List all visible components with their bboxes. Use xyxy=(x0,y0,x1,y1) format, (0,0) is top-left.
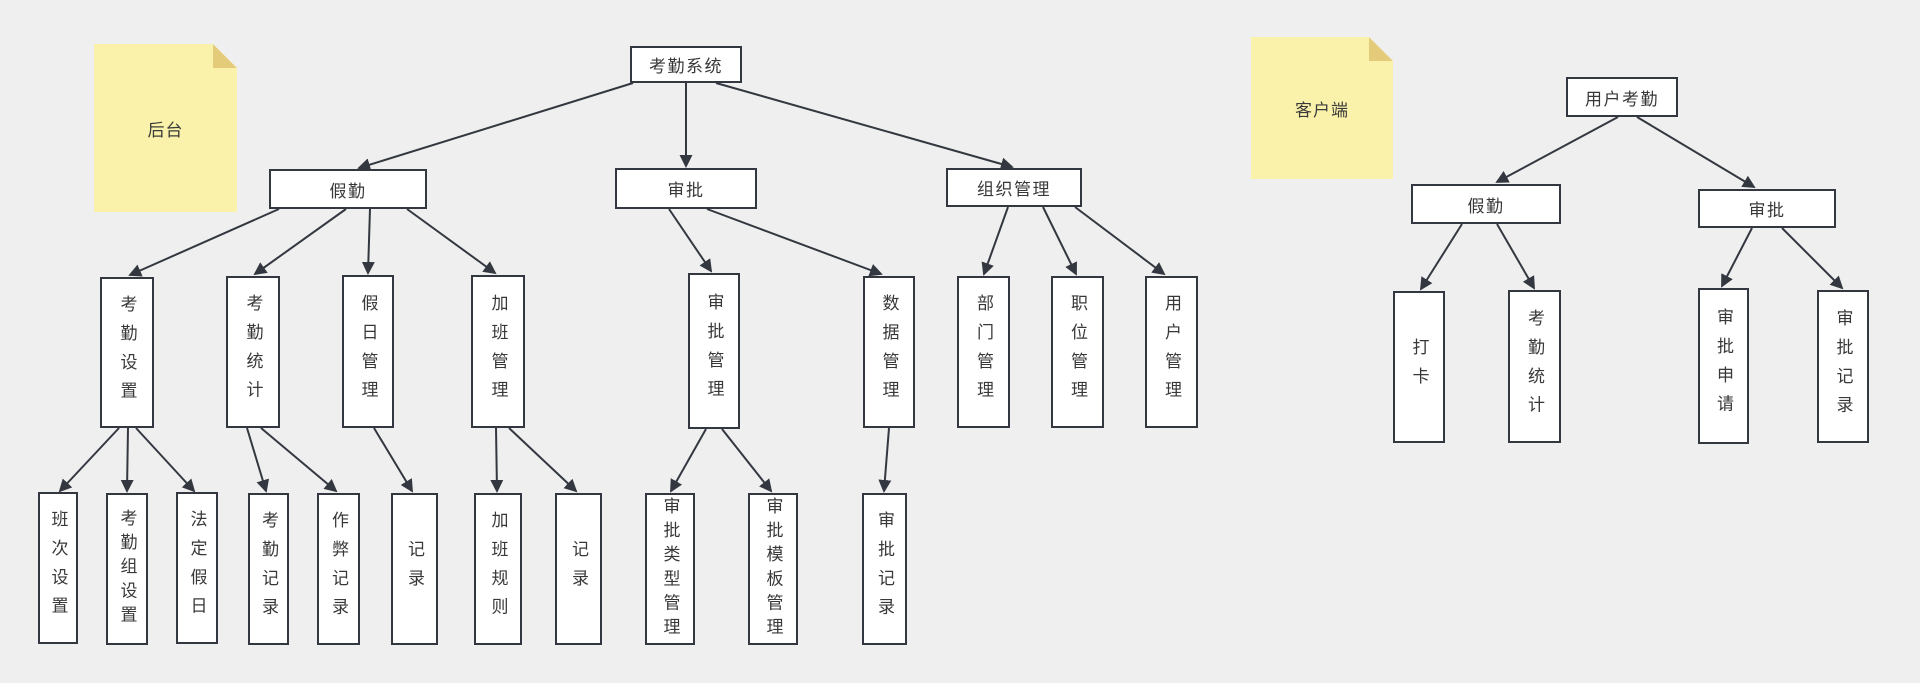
node-label: 审批类型管理 xyxy=(660,496,680,642)
node-backend-leave-attendance[interactable]: 假勤 xyxy=(269,169,427,209)
edge-overtime-to-rules xyxy=(490,427,504,493)
node-overtime-records[interactable]: 记录 xyxy=(555,493,602,645)
node-label: 假勤 xyxy=(329,181,367,201)
node-label: 考勤设置 xyxy=(117,294,137,411)
node-attendance-system[interactable]: 考勤系统 xyxy=(630,46,742,83)
sticky-note-backend[interactable]: 后台 xyxy=(94,44,237,212)
edge-settings-to-attendance-group xyxy=(120,427,134,493)
edge-root-to-org-management xyxy=(715,82,1014,171)
node-label: 用户考勤 xyxy=(1585,89,1659,109)
edge-client-leave-to-stats xyxy=(1496,223,1535,290)
node-attendance-settings[interactable]: 考勤设置 xyxy=(100,277,154,428)
edge-holiday-to-records xyxy=(373,427,414,493)
node-clock-in[interactable]: 打卡 xyxy=(1393,291,1445,443)
node-approval-template-management[interactable]: 审批模板管理 xyxy=(748,493,798,645)
node-label: 用户管理 xyxy=(1162,294,1181,410)
node-label: 职位管理 xyxy=(1068,294,1087,410)
edge-leave-to-attendance-settings xyxy=(128,208,280,277)
edge-approval-mgmt-to-type xyxy=(670,428,707,493)
node-label: 假勤 xyxy=(1467,196,1505,216)
node-label: 班次设置 xyxy=(48,510,68,626)
node-attendance-records[interactable]: 考勤记录 xyxy=(248,493,289,645)
edge-client-approval-to-records xyxy=(1781,227,1844,290)
node-client-leave-attendance[interactable]: 假勤 xyxy=(1411,184,1561,224)
edge-approval-to-data-management xyxy=(706,208,883,277)
node-user-attendance[interactable]: 用户考勤 xyxy=(1566,77,1678,117)
node-data-management[interactable]: 数据管理 xyxy=(863,276,915,428)
node-label: 组织管理 xyxy=(977,180,1051,199)
edge-client-root-to-approval xyxy=(1636,116,1756,189)
node-shift-settings[interactable]: 班次设置 xyxy=(38,492,78,644)
node-label: 记录 xyxy=(569,540,588,598)
node-label: 审批 xyxy=(667,181,705,200)
edge-client-root-to-leave xyxy=(1495,116,1619,183)
node-user-management[interactable]: 用户管理 xyxy=(1145,276,1198,428)
node-holiday-management[interactable]: 假日管理 xyxy=(342,275,394,428)
node-label: 考勤统计 xyxy=(243,294,263,410)
edge-leave-to-holiday-management xyxy=(361,208,375,275)
edge-org-to-position xyxy=(1042,206,1077,276)
edge-leave-to-overtime-management xyxy=(406,208,497,275)
node-label: 数据管理 xyxy=(879,294,899,410)
node-department-management[interactable]: 部门管理 xyxy=(957,276,1010,428)
node-overtime-management[interactable]: 加班管理 xyxy=(471,275,525,428)
node-org-management[interactable]: 组织管理 xyxy=(946,168,1082,207)
node-approval-request[interactable]: 审批申请 xyxy=(1698,288,1749,444)
node-label: 考勤组设置 xyxy=(117,508,137,630)
edge-stats-to-attendance-records xyxy=(246,427,270,493)
edge-stats-to-cheating-records xyxy=(260,427,338,493)
edge-org-to-user xyxy=(1074,206,1166,276)
edge-approval-mgmt-to-template xyxy=(721,428,773,493)
edge-data-mgmt-to-approval-records xyxy=(878,427,892,493)
node-approval-records[interactable]: 审批记录 xyxy=(862,493,907,645)
node-label: 审批申请 xyxy=(1714,308,1733,424)
edge-client-leave-to-clock-in xyxy=(1419,223,1463,291)
node-label: 考勤记录 xyxy=(259,511,278,627)
node-attendance-stats[interactable]: 考勤统计 xyxy=(226,276,280,428)
node-label: 加班规则 xyxy=(488,511,508,627)
edge-root-to-leave-attendance xyxy=(357,82,634,171)
node-label: 记录 xyxy=(405,540,424,598)
edge-overtime-to-records xyxy=(508,427,578,493)
node-client-attendance-stats[interactable]: 考勤统计 xyxy=(1508,290,1561,443)
edge-approval-to-approval-management xyxy=(668,208,713,273)
node-attendance-group-settings[interactable]: 考勤组设置 xyxy=(106,493,148,645)
node-label: 审批管理 xyxy=(704,293,724,409)
node-cheating-records[interactable]: 作弊记录 xyxy=(317,493,360,645)
node-label: 法定假日 xyxy=(187,510,207,626)
node-client-approval-records[interactable]: 审批记录 xyxy=(1817,290,1869,443)
node-position-management[interactable]: 职位管理 xyxy=(1051,276,1104,428)
edge-client-approval-to-request xyxy=(1721,227,1753,288)
edge-settings-to-shift-settings xyxy=(58,427,120,493)
node-label: 考勤系统 xyxy=(649,57,723,76)
node-legal-holidays[interactable]: 法定假日 xyxy=(176,492,218,644)
node-label: 审批记录 xyxy=(875,511,894,627)
node-label: 部门管理 xyxy=(974,294,993,410)
node-label: 打卡 xyxy=(1409,338,1429,396)
node-holiday-records[interactable]: 记录 xyxy=(391,493,438,645)
sticky-note-backend-label: 后台 xyxy=(147,120,184,140)
node-label: 加班管理 xyxy=(488,293,508,410)
edge-org-to-department xyxy=(981,206,1009,276)
node-label: 审批模板管理 xyxy=(763,496,783,642)
node-label: 作弊记录 xyxy=(329,511,348,627)
node-label: 审批记录 xyxy=(1833,308,1853,425)
node-overtime-rules[interactable]: 加班规则 xyxy=(474,493,522,645)
node-label: 审批 xyxy=(1748,201,1786,220)
sticky-note-client-label: 客户端 xyxy=(1295,100,1349,120)
node-approval-type-management[interactable]: 审批类型管理 xyxy=(645,493,695,645)
edge-leave-to-attendance-stats xyxy=(253,208,347,276)
sticky-note-client[interactable]: 客户端 xyxy=(1251,37,1393,179)
edge-settings-to-legal-holidays xyxy=(135,427,196,493)
node-label: 假日管理 xyxy=(358,293,378,410)
node-label: 考勤统计 xyxy=(1525,308,1544,425)
node-approval-management[interactable]: 审批管理 xyxy=(688,273,740,429)
node-backend-approval[interactable]: 审批 xyxy=(615,168,757,209)
node-client-approval[interactable]: 审批 xyxy=(1698,189,1836,228)
